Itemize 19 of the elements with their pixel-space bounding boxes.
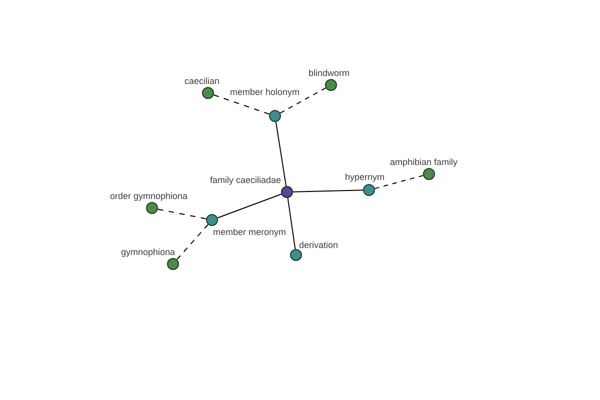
dashed-connector: [157, 208, 207, 220]
node-label: hypernym: [344, 172, 386, 183]
node-label: family caeciliadae: [209, 175, 282, 186]
dashed-connector: [280, 87, 326, 114]
dashed-connector: [213, 94, 270, 115]
node-label: caecilian: [184, 76, 221, 87]
connector-line: [275, 121, 287, 187]
node-label: member holonym: [229, 87, 301, 98]
node-label: order gymnophiona: [109, 191, 189, 202]
dashed-connector: [374, 175, 424, 189]
connector-line: [217, 194, 282, 218]
node-label: member meronym: [212, 227, 288, 238]
node-label: derivation: [298, 240, 340, 251]
connector-line: [287, 197, 296, 250]
node-label: gymnophiona: [120, 247, 176, 258]
connector-line: [292, 190, 364, 192]
node-label: amphibian family: [389, 157, 459, 168]
dashed-connector: [176, 224, 208, 260]
node-label: blindworm: [308, 68, 351, 79]
